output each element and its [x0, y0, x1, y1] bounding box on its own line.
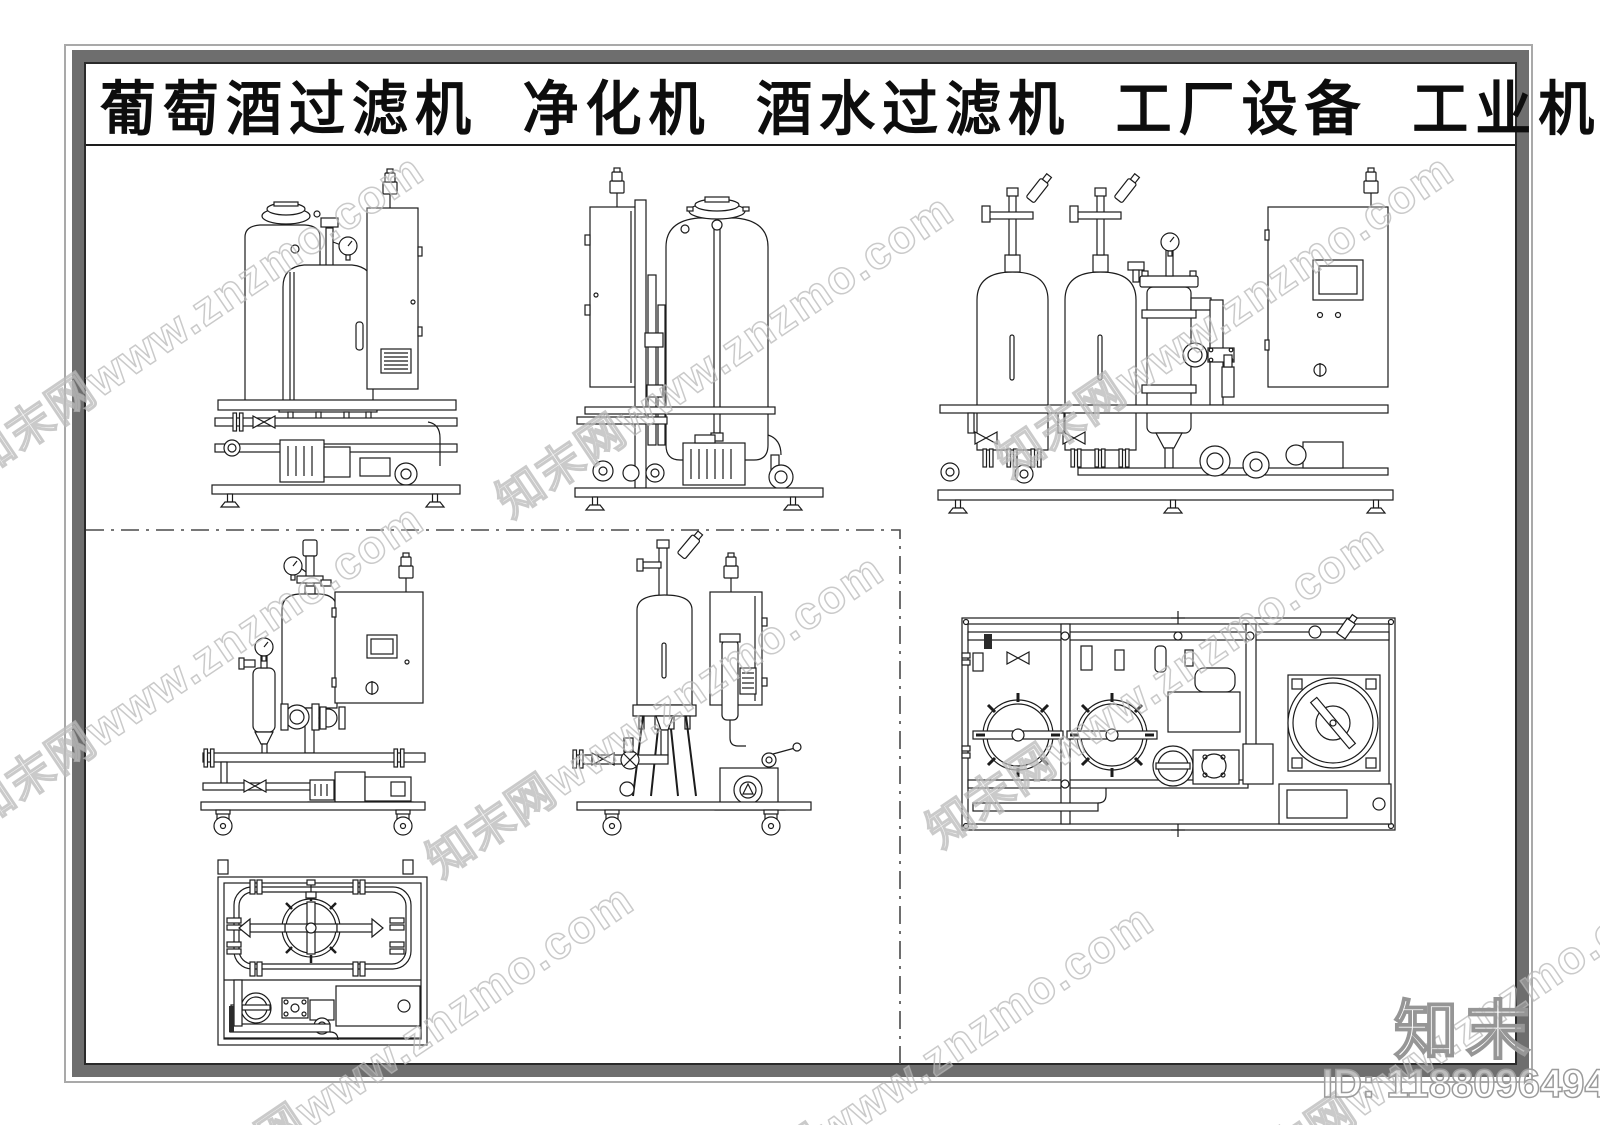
sampling-valve-icon [1026, 172, 1053, 203]
pump-motor [682, 434, 746, 486]
outer-border-rule [64, 44, 1533, 1083]
drawing-mobile-filter-cart-side-view [572, 530, 812, 836]
top-valve-assembly [636, 530, 704, 597]
pump-section [229, 979, 421, 1041]
drawing-filter-cart-plan-view [217, 859, 428, 1046]
filter-housing [719, 633, 757, 747]
cartridge-column [1127, 232, 1199, 469]
process-piping [939, 297, 1389, 484]
cart-frame [217, 859, 428, 1046]
control-cabinet [584, 206, 638, 388]
base-skid [574, 406, 824, 511]
pump-icon [1199, 441, 1344, 479]
pump-motor [279, 439, 351, 483]
cart-base [200, 801, 426, 836]
valve-fittings [972, 613, 1359, 673]
flow-meter-top [1152, 745, 1194, 787]
drawing-filter-skid-plan-view [961, 611, 1396, 837]
equipment-boxes [1167, 667, 1392, 825]
filter-vessel [632, 594, 697, 797]
drawing-duplex-filter-skid-front-view [937, 167, 1394, 514]
control-cabinet [1264, 206, 1389, 388]
top-valve-assembly [283, 539, 332, 593]
cart-base [576, 801, 812, 836]
sampling-valve-icon [1114, 172, 1141, 203]
title-band: 葡萄酒过滤机 净化机 酒水过滤机 工厂设备 工业机械 [86, 64, 1600, 146]
base-skid [937, 489, 1394, 514]
drawing-mobile-filter-cart-front-view [200, 539, 426, 836]
sampling-valve-icon [677, 530, 704, 559]
control-cabinet [366, 207, 423, 390]
skid-frame [961, 611, 1396, 837]
side-filter-column [238, 637, 276, 757]
filter-vessel-top-2 [1066, 693, 1158, 777]
storage-tank [281, 585, 338, 709]
filter-vessel-top [238, 879, 384, 963]
frame-border-band [72, 50, 1529, 1077]
process-piping [202, 703, 426, 793]
inner-border-rule [84, 62, 1517, 1065]
base-skid [211, 399, 461, 508]
drawing-filter-unit-front-view [211, 168, 461, 508]
piping-loop [226, 879, 412, 977]
storage-tank [665, 196, 769, 461]
piping-grid [967, 623, 1390, 825]
image-id-label: ID: 1188096494 [1321, 1061, 1600, 1107]
site-logo: 知末 [1393, 994, 1538, 1068]
drawing-filter-unit-side-view [574, 167, 824, 511]
control-cabinet [331, 591, 424, 704]
filter-vessel-top-1 [972, 693, 1064, 777]
piping-column [644, 274, 666, 446]
sheet-title: 葡萄酒过滤机 净化机 酒水过滤机 工厂设备 工业机械 [100, 74, 1600, 142]
process-piping [572, 737, 669, 797]
tank-top [1287, 674, 1381, 772]
